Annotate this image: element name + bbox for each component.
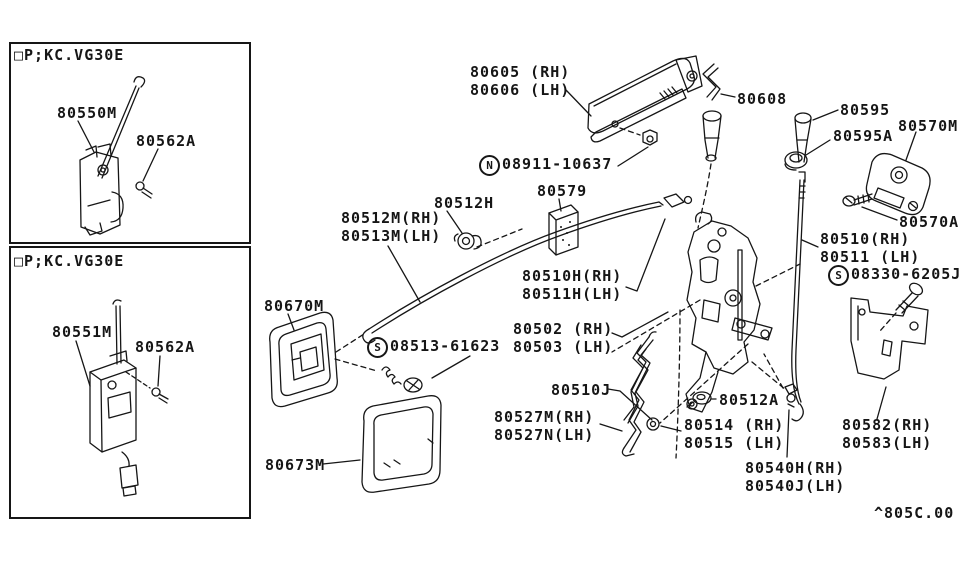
part-label-80502-80503: 80502 (RH) 80503 (LH) — [513, 320, 614, 356]
part-label-80595A: 80595A — [833, 127, 894, 145]
drawing-clip-80540H — [763, 353, 798, 458]
drawing-bellcrank-rod — [697, 63, 736, 229]
diagram-code: ^805C.00 — [874, 504, 955, 522]
part-label-80510-80511: 80510(RH) 80511 (LH) — [820, 230, 921, 266]
drawing-lock-actuator-lower — [75, 299, 169, 497]
part-label-80562A-upper: 80562A — [136, 132, 197, 150]
part-label-80562A-lower: 80562A — [135, 338, 196, 356]
part-label-80605-80606: 80605 (RH) 80606 (LH) — [470, 63, 571, 99]
drawing-screw-08513 — [381, 355, 471, 393]
drawing-striker-bracket — [842, 131, 931, 221]
option-inset-box-upper — [9, 42, 251, 244]
circled-S-icon: S — [367, 337, 388, 358]
inset-title-upper: □P;KC.VG30E — [14, 46, 125, 64]
drawing-door-lock-assembly — [611, 211, 801, 459]
drawing-lock-knob-rod — [362, 193, 693, 344]
part-number-text: 08330-6205J — [851, 265, 962, 283]
part-number-text: 08513-61623 — [390, 337, 501, 355]
drawing-lock-actuator-upper — [77, 76, 159, 236]
part-label-80570M: 80570M — [898, 117, 959, 135]
part-label-80512A: 80512A — [719, 391, 780, 409]
part-label-80527M-80527N: 80527M(RH) 80527N(LH) — [494, 408, 595, 444]
part-label-80514-80515: 80514 (RH) 80515 (LH) — [684, 416, 785, 452]
part-label-80670M: 80670M — [264, 297, 325, 315]
part-label-08911-10637: N 08911-10637 — [479, 155, 612, 176]
drawing-grommet-80595A — [784, 139, 831, 171]
part-label-80673M: 80673M — [265, 456, 326, 474]
part-label-08330-6205J: S 08330-6205J — [828, 265, 961, 286]
drawing-outside-handle — [565, 55, 703, 167]
drawing-bezel-gasket — [322, 395, 442, 493]
drawing-lock-rod-80510J — [607, 331, 657, 424]
drawing-grommet-80512A — [686, 391, 717, 408]
part-number-text: 08911-10637 — [502, 155, 613, 173]
drawing-inside-handle — [269, 311, 378, 408]
drawing-lock-bracket — [850, 282, 929, 420]
part-label-80540H-80540J: 80540H(RH) 80540J(LH) — [745, 459, 846, 495]
circled-S-icon: S — [828, 265, 849, 286]
part-label-80510H-80511H: 80510H(RH) 80511H(LH) — [522, 267, 623, 303]
circled-N-icon: N — [479, 155, 500, 176]
inset-title-lower: □P;KC.VG30E — [14, 252, 125, 270]
drawing-clip-80512H — [446, 210, 523, 250]
part-label-80579: 80579 — [537, 182, 588, 200]
drawing-knob-80595 — [794, 109, 839, 163]
part-label-08513-61623: S 08513-61623 — [367, 337, 500, 358]
drawing-inside-lock-rod — [791, 171, 819, 422]
drawing-lock-lever — [599, 344, 682, 457]
drawing-damper-block — [548, 198, 579, 256]
part-label-80510J: 80510J — [551, 381, 612, 399]
part-label-80551M: 80551M — [52, 323, 113, 341]
part-label-80608: 80608 — [737, 90, 788, 108]
part-label-80512M-80513M: 80512M(RH) 80513M(LH) — [341, 209, 442, 245]
option-inset-box-lower — [9, 246, 251, 519]
part-label-80512H: 80512H — [434, 194, 495, 212]
part-label-80550M: 80550M — [57, 104, 118, 122]
part-label-80595: 80595 — [840, 101, 891, 119]
part-label-80570A: 80570A — [899, 213, 960, 231]
part-label-80582-80583: 80582(RH) 80583(LH) — [842, 416, 933, 452]
